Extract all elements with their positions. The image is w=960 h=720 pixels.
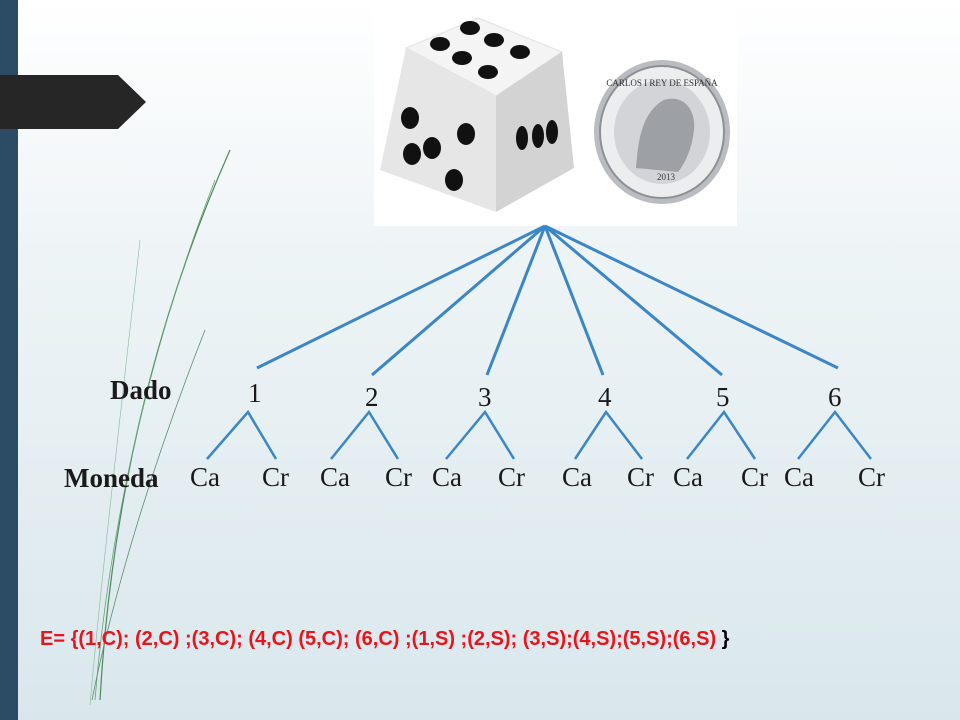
sample-space-closing-brace: } [716, 628, 730, 650]
arrow-tab-shape [0, 75, 146, 129]
coin-value-cr-4: Cr [627, 462, 654, 492]
sample-space-text: E= {(1,C); (2,C) ;(3,C); (4,C) (5,C); (6… [40, 628, 717, 650]
coin-branch-1 [206, 409, 278, 460]
die-value-4: 4 [598, 382, 612, 412]
coin-branch-3 [445, 409, 516, 460]
coin-value-cr-6: Cr [858, 462, 885, 492]
coin-value-ca-2: Ca [320, 462, 350, 492]
branch-die-4 [543, 225, 605, 376]
coin-branch-5 [686, 409, 757, 460]
coin-inscription-top: CARLOS I REY DE ESPAÑA [606, 78, 718, 88]
branch-die-2 [371, 224, 546, 377]
coin-branch-4 [573, 409, 643, 460]
decorative-swirl-lines [89, 149, 231, 706]
die-value-3: 3 [478, 382, 492, 412]
coin-value-ca-5: Ca [673, 462, 703, 492]
sample-space-line: E= {(1,C); (2,C) ;(3,C); (4,C) (5,C); (6… [40, 628, 958, 651]
coin-value-ca-1: Ca [190, 462, 220, 492]
coin-inscription-bottom: 2013 [657, 172, 676, 182]
coin-value-ca-6: Ca [784, 462, 814, 492]
die-value-1: 1 [248, 378, 262, 408]
die-value-5: 5 [716, 382, 730, 412]
die-value-6: 6 [828, 382, 842, 412]
die-value-2: 2 [365, 382, 379, 412]
branch-die-3 [485, 225, 547, 376]
row-label-dado: Dado [110, 375, 172, 405]
branch-die-6 [544, 224, 839, 370]
coin-value-cr-1: Cr [262, 462, 289, 492]
branch-die-1 [256, 224, 546, 370]
coin-value-ca-3: Ca [432, 462, 462, 492]
coin-branch-6 [797, 409, 872, 460]
die-and-coin-photo-panel: CARLOS I REY DE ESPAÑA 2013 [374, 0, 737, 226]
coin-value-cr-3: Cr [498, 462, 525, 492]
die-icon [380, 17, 574, 212]
branch-die-5 [544, 224, 723, 377]
coin-icon: CARLOS I REY DE ESPAÑA 2013 [594, 60, 730, 204]
sidebar-accent-bar [0, 0, 18, 720]
row-label-moneda: Moneda [64, 463, 159, 493]
coin-value-ca-4: Ca [562, 462, 592, 492]
coin-value-cr-2: Cr [385, 462, 412, 492]
coin-branch-2 [330, 409, 400, 460]
coin-value-cr-5: Cr [741, 462, 768, 492]
